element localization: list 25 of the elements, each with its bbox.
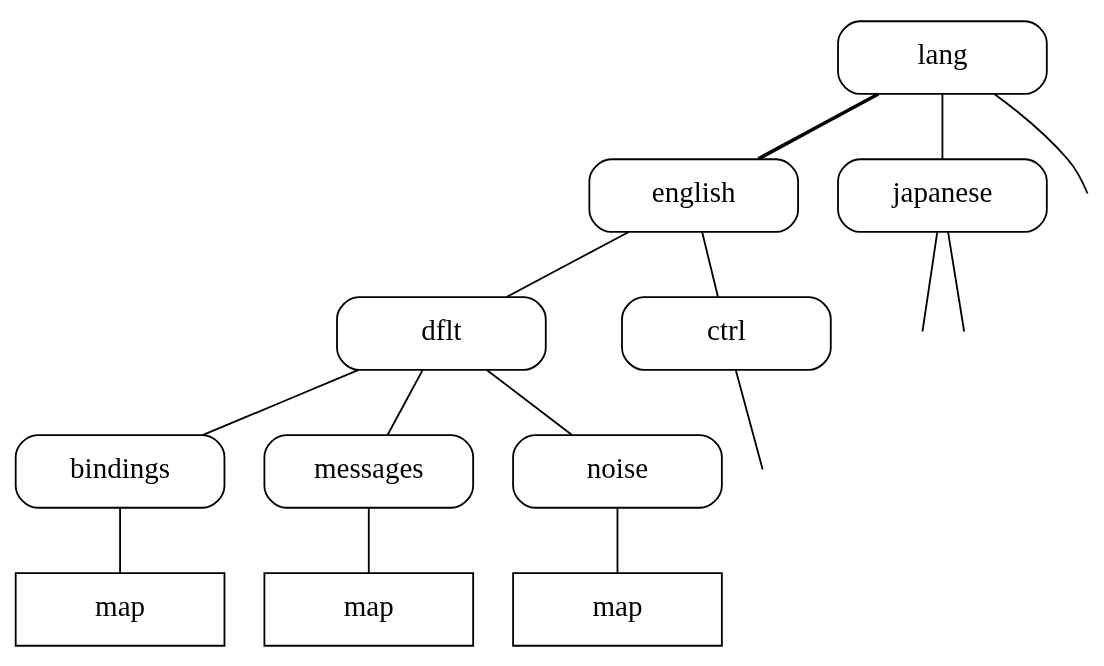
node-box: english <box>588 157 799 233</box>
connector <box>947 230 966 332</box>
connector <box>485 368 573 436</box>
node-box: map <box>14 571 226 647</box>
connector <box>119 506 121 574</box>
connector <box>921 230 939 332</box>
node-box: dflt <box>336 295 547 371</box>
connector <box>386 368 424 436</box>
node-box: map <box>263 571 475 647</box>
node-box: lang <box>837 19 1048 95</box>
connector <box>993 92 1089 194</box>
node-box: bindings <box>14 433 226 509</box>
connector <box>701 230 719 298</box>
node-box: map <box>512 571 723 647</box>
connector <box>367 506 370 574</box>
connector <box>506 230 630 298</box>
node-box: noise <box>512 433 723 509</box>
node-box: ctrl <box>621 295 832 371</box>
node-box: japanese <box>837 157 1048 233</box>
connector <box>941 92 944 160</box>
connector <box>734 368 764 470</box>
connector <box>616 506 619 574</box>
connector <box>202 368 360 436</box>
connector <box>757 91 880 160</box>
node-box: messages <box>263 433 475 509</box>
